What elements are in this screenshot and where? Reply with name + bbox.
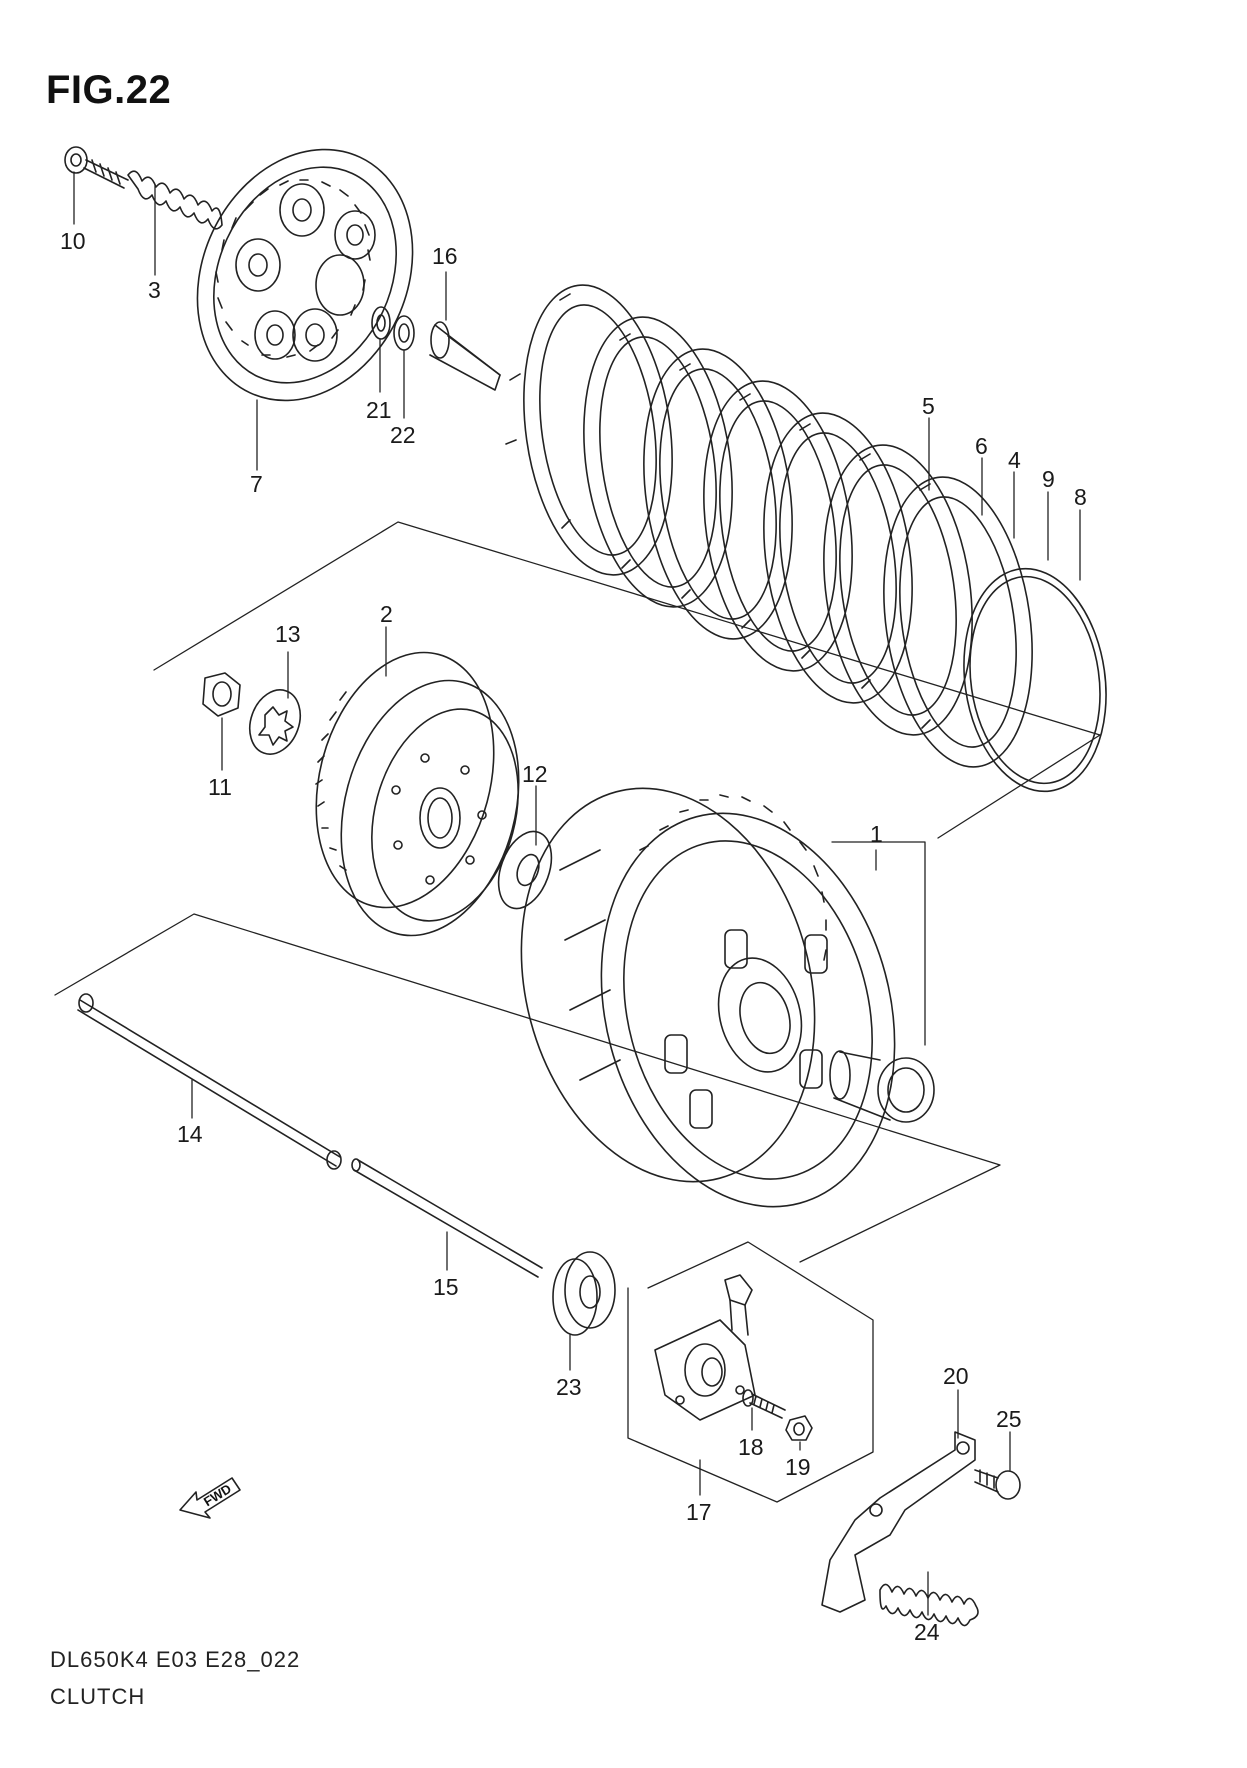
oil-seal: [552, 1251, 616, 1336]
forward-arrow-icon: FWD: [179, 1477, 241, 1519]
thrust-washer: [497, 830, 553, 910]
figure-name: CLUTCH: [50, 1684, 146, 1709]
callout-15: 15: [433, 1274, 459, 1300]
callout-4: 4: [1008, 447, 1021, 473]
callout-17: 17: [686, 1499, 712, 1525]
callout-22: 22: [390, 422, 416, 448]
clutch-push-rod: [351, 1158, 543, 1278]
release-rod-pin: [429, 321, 501, 391]
leader-lines: [73, 171, 1081, 1616]
release-bracket: [821, 1431, 976, 1613]
release-group-bracket: [627, 1241, 874, 1503]
callout-18: 18: [738, 1434, 764, 1460]
adjust-screw: [742, 1389, 786, 1419]
hub-nut: [202, 672, 241, 717]
clutch-release-cylinder: [654, 1274, 756, 1421]
lock-washer: [248, 689, 302, 755]
hub-group-bracket: [54, 913, 1001, 1263]
figure-title: FIG.22: [46, 68, 172, 112]
clutch-spring-bolt: [64, 146, 129, 189]
housing-bracket: [831, 841, 926, 1046]
callout-11: 11: [208, 774, 232, 800]
clutch-sleeve-hub: [315, 651, 520, 937]
callout-9: 9: [1042, 466, 1055, 492]
bracket-bolt: [974, 1469, 1021, 1500]
bearing-washer: [393, 315, 415, 351]
callout-20: 20: [943, 1363, 969, 1389]
clutch-plate-stack: [505, 284, 1033, 768]
clutch-push-rod-long: [77, 993, 342, 1170]
clutch-spring: [127, 170, 223, 230]
callout-5: 5: [922, 393, 935, 419]
callout-24: 24: [914, 1619, 940, 1645]
callout-14: 14: [177, 1121, 203, 1147]
gear-bushing: [829, 1050, 935, 1123]
bearing-ring: [371, 306, 391, 340]
callout-13: 13: [275, 621, 301, 647]
callout-19: 19: [785, 1454, 811, 1480]
callout-labels: 1 2 3 4 5 6 7 8 9 10 11 12 13 14 15 16 1…: [60, 228, 1087, 1645]
plate-group-bracket: [153, 521, 1101, 839]
callout-1: 1: [870, 821, 883, 847]
return-spring: [879, 1583, 979, 1627]
callout-7: 7: [250, 471, 263, 497]
callout-8: 8: [1074, 484, 1087, 510]
callout-10: 10: [60, 228, 86, 254]
callout-16: 16: [432, 243, 458, 269]
callout-25: 25: [996, 1406, 1022, 1432]
clutch-wire-ring: [963, 567, 1107, 793]
callout-21: 21: [366, 397, 392, 423]
callout-12: 12: [522, 761, 548, 787]
lock-nut: [785, 1415, 813, 1441]
callout-3: 3: [148, 277, 161, 303]
callout-6: 6: [975, 433, 988, 459]
model-code: DL650K4 E03 E28_022: [50, 1647, 301, 1672]
callout-23: 23: [556, 1374, 582, 1400]
pressure-plate: [196, 148, 414, 402]
primary-driven-gear-assembly: [520, 787, 896, 1208]
callout-2: 2: [380, 601, 393, 627]
